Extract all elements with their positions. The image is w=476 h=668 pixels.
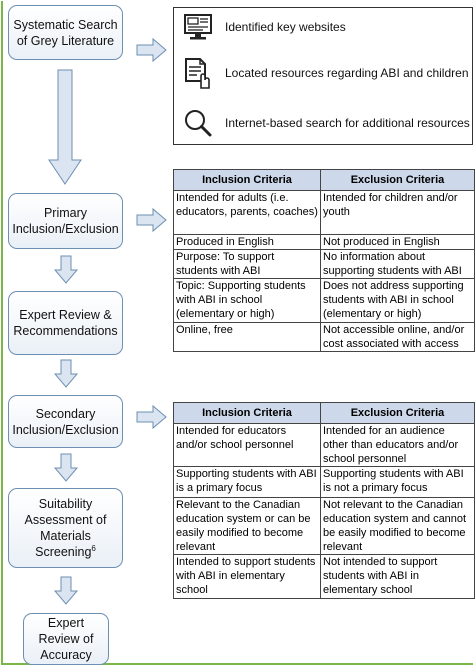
table-row: Purpose: To support students with ABI No… (173, 249, 475, 279)
table-row: Intended for adults (i.e. educators, par… (173, 190, 475, 235)
step-expert-review-label: Expert Review & Recommendations (13, 308, 118, 338)
primary-criteria-table: Inclusion Criteria Exclusion Criteria In… (173, 169, 475, 352)
step-suitability-assessment: Suitability Assessment of Materials Scre… (8, 488, 123, 568)
resource-text-documents: Located resources regarding ABI and chil… (225, 66, 469, 80)
step-expert-review: Expert Review & Recommendations (8, 291, 123, 355)
right-arrow-2 (136, 207, 167, 233)
inclusion-cell: Online, free (173, 322, 321, 352)
step-systematic-search: Systematic Search of Grey Literature (8, 5, 123, 60)
table-row: Online, free Not accessible online, and/… (173, 322, 475, 352)
step-primary-inclusion: Primary Inclusion/Exclusion (8, 193, 123, 249)
table-row: Intended to support students with ABI in… (173, 554, 475, 599)
table-row: Topic: Supporting students with ABI in s… (173, 278, 475, 323)
resource-item-websites: Identified key websites (182, 12, 346, 42)
step-secondary-inclusion: Secondary Inclusion/Exclusion (8, 395, 123, 448)
table-row: Produced in English Not produced in Engl… (173, 234, 475, 250)
step-primary-inclusion-label: Primary Inclusion/Exclusion (12, 206, 119, 236)
inclusion-header: Inclusion Criteria (173, 169, 321, 191)
inclusion-cell: Produced in English (173, 234, 321, 250)
table-row: Intended for educators and/or school per… (173, 423, 475, 467)
exclusion-cell: Intended for children and/or youth (320, 190, 475, 235)
exclusion-cell: Not intended to support students with AB… (320, 554, 475, 599)
step-expert-review-accuracy-label: Expert Review of Accuracy (38, 616, 94, 662)
exclusion-header: Exclusion Criteria (320, 169, 475, 191)
exclusion-cell: Supporting students with ABI is not a pr… (320, 466, 475, 498)
exclusion-cell: No information about supporting students… (320, 249, 475, 279)
inclusion-cell: Intended for adults (i.e. educators, par… (173, 190, 321, 235)
down-arrow-4 (53, 576, 79, 605)
inclusion-cell: Intended to support students with ABI in… (173, 554, 321, 599)
exclusion-cell: Does not address supporting students wit… (320, 278, 475, 323)
exclusion-cell: Not relevant to the Canadian education s… (320, 497, 475, 555)
step-secondary-inclusion-label: Secondary Inclusion/Exclusion (12, 406, 119, 437)
website-icon (182, 12, 214, 42)
table-header-row: Inclusion Criteria Exclusion Criteria (173, 402, 475, 424)
inclusion-header: Inclusion Criteria (173, 402, 321, 424)
inclusion-cell: Relevant to the Canadian education syste… (173, 497, 321, 555)
exclusion-cell: Not produced in English (320, 234, 475, 250)
resource-text-search: Internet-based search for additional res… (225, 116, 470, 130)
right-arrow-1 (136, 37, 167, 63)
table-header-row: Inclusion Criteria Exclusion Criteria (173, 169, 475, 191)
secondary-criteria-table: Inclusion Criteria Exclusion Criteria In… (173, 402, 475, 599)
inclusion-cell: Intended for educators and/or school per… (173, 423, 321, 467)
step-suitability-label: Suitability Assessment of Materials Scre… (24, 497, 107, 559)
resource-item-documents: Located resources regarding ABI and chil… (182, 58, 469, 89)
exclusion-cell: Not accessible online, and/or cost assoc… (320, 322, 475, 352)
magnifier-icon (182, 108, 214, 138)
down-arrow-1 (53, 255, 79, 284)
down-arrow-3 (53, 453, 79, 482)
table-row: Supporting students with ABI is a primar… (173, 466, 475, 498)
step-systematic-search-label: Systematic Search of Grey Literature (13, 17, 118, 48)
inclusion-cell: Topic: Supporting students with ABI in s… (173, 278, 321, 323)
inclusion-cell: Supporting students with ABI is a primar… (173, 466, 321, 498)
resources-box: Identified key websites Located resource… (173, 7, 473, 145)
right-arrow-3 (136, 404, 167, 430)
footnote-marker: 6 (91, 543, 96, 553)
inclusion-cell: Purpose: To support students with ABI (173, 249, 321, 279)
resource-item-search: Internet-based search for additional res… (182, 108, 470, 138)
table-row: Relevant to the Canadian education syste… (173, 497, 475, 555)
long-down-arrow (48, 69, 82, 185)
exclusion-cell: Intended for an audience other than educ… (320, 423, 475, 467)
document-hand-icon (182, 58, 214, 89)
exclusion-header: Exclusion Criteria (320, 402, 475, 424)
step-expert-review-accuracy: Expert Review of Accuracy (23, 613, 109, 665)
down-arrow-2 (53, 359, 79, 388)
resource-text-websites: Identified key websites (225, 20, 346, 34)
